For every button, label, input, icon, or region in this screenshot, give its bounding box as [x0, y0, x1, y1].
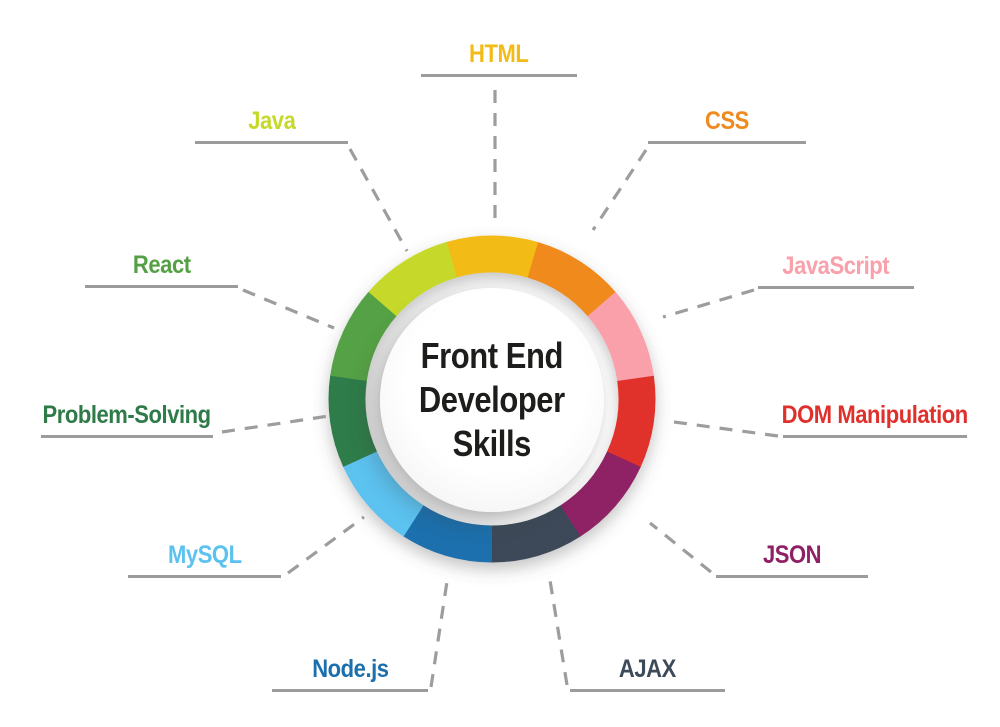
connector-line-react [242, 288, 335, 330]
skill-label-html-text: HTML [469, 40, 529, 68]
ring-segments-group [328, 235, 656, 563]
ring-segment-java [368, 241, 458, 317]
title-line-1: Front End [420, 335, 564, 377]
skill-label-javascript-text: JavaScript [782, 252, 890, 280]
connector-line-ajax [547, 573, 569, 686]
skill-label-javascript-underline [758, 285, 914, 289]
skill-label-css-underline [648, 140, 806, 144]
ring-segment-ajax [490, 505, 581, 563]
skill-label-css: CSS [648, 107, 806, 144]
skill-label-problem-solving: Problem-Solving [41, 401, 213, 438]
title-line-2: Developer [419, 379, 565, 421]
connector-line-css [591, 149, 648, 231]
skill-label-java: Java [195, 107, 348, 144]
connector-line-problem-solving [221, 414, 330, 434]
ring-segment-dom-manipulation [606, 375, 656, 468]
skill-label-ajax: AJAX [570, 655, 725, 692]
ring-segment-problem-solving [328, 375, 378, 467]
skill-label-css-text: CSS [705, 107, 749, 135]
skill-label-json-text: JSON [762, 541, 822, 569]
connector-line-mysql [287, 515, 365, 575]
skill-label-mysql: MySQL [128, 541, 281, 578]
diagram-title: Front End Developer Skills [419, 334, 565, 466]
skill-label-mysql-underline [128, 574, 281, 578]
skill-label-dom-manipulation-text: DOM Manipulation [781, 401, 969, 429]
skill-label-dom-manipulation: DOM Manipulation [781, 401, 969, 438]
skill-label-problem-solving-text: Problem-Solving [42, 401, 212, 429]
skill-label-nodejs-text: Node.js [311, 655, 389, 683]
skill-label-dom-manipulation-underline [783, 434, 967, 438]
skill-label-javascript: JavaScript [758, 252, 914, 289]
skill-label-java-underline [195, 140, 348, 144]
connector-line-json [648, 521, 713, 574]
ring-segment-node-js [403, 504, 493, 563]
ring-segment-html [445, 235, 539, 278]
center-circle: Front End Developer Skills [380, 288, 604, 512]
connector-line-dom-manipulation [673, 420, 779, 438]
skill-label-ajax-underline [570, 688, 725, 692]
skill-label-html: HTML [421, 40, 577, 77]
ring-segment-javascript [587, 291, 654, 383]
skill-label-react: React [85, 251, 238, 288]
skill-label-problem-solving-underline [41, 434, 213, 438]
ring-segment-css [527, 242, 617, 317]
skill-label-json: JSON [716, 541, 868, 578]
connector-line-node-js [429, 574, 450, 688]
skill-label-java-text: Java [247, 107, 296, 135]
skill-label-mysql-text: MySQL [167, 541, 242, 569]
ring-segment-react [330, 291, 398, 382]
skill-label-html-underline [421, 73, 577, 77]
ring-segment-mysql [342, 450, 425, 537]
ring-segment-json [559, 451, 641, 537]
connector-line-java [348, 148, 409, 252]
skill-label-nodejs: Node.js [272, 655, 428, 692]
skill-label-react-text: React [132, 251, 191, 279]
title-line-3: Skills [452, 422, 532, 464]
skill-label-ajax-text: AJAX [619, 655, 676, 683]
skill-label-json-underline [716, 574, 868, 578]
skill-label-react-underline [85, 284, 238, 288]
connector-line-javascript [662, 288, 755, 319]
skill-label-nodejs-underline [272, 688, 428, 692]
